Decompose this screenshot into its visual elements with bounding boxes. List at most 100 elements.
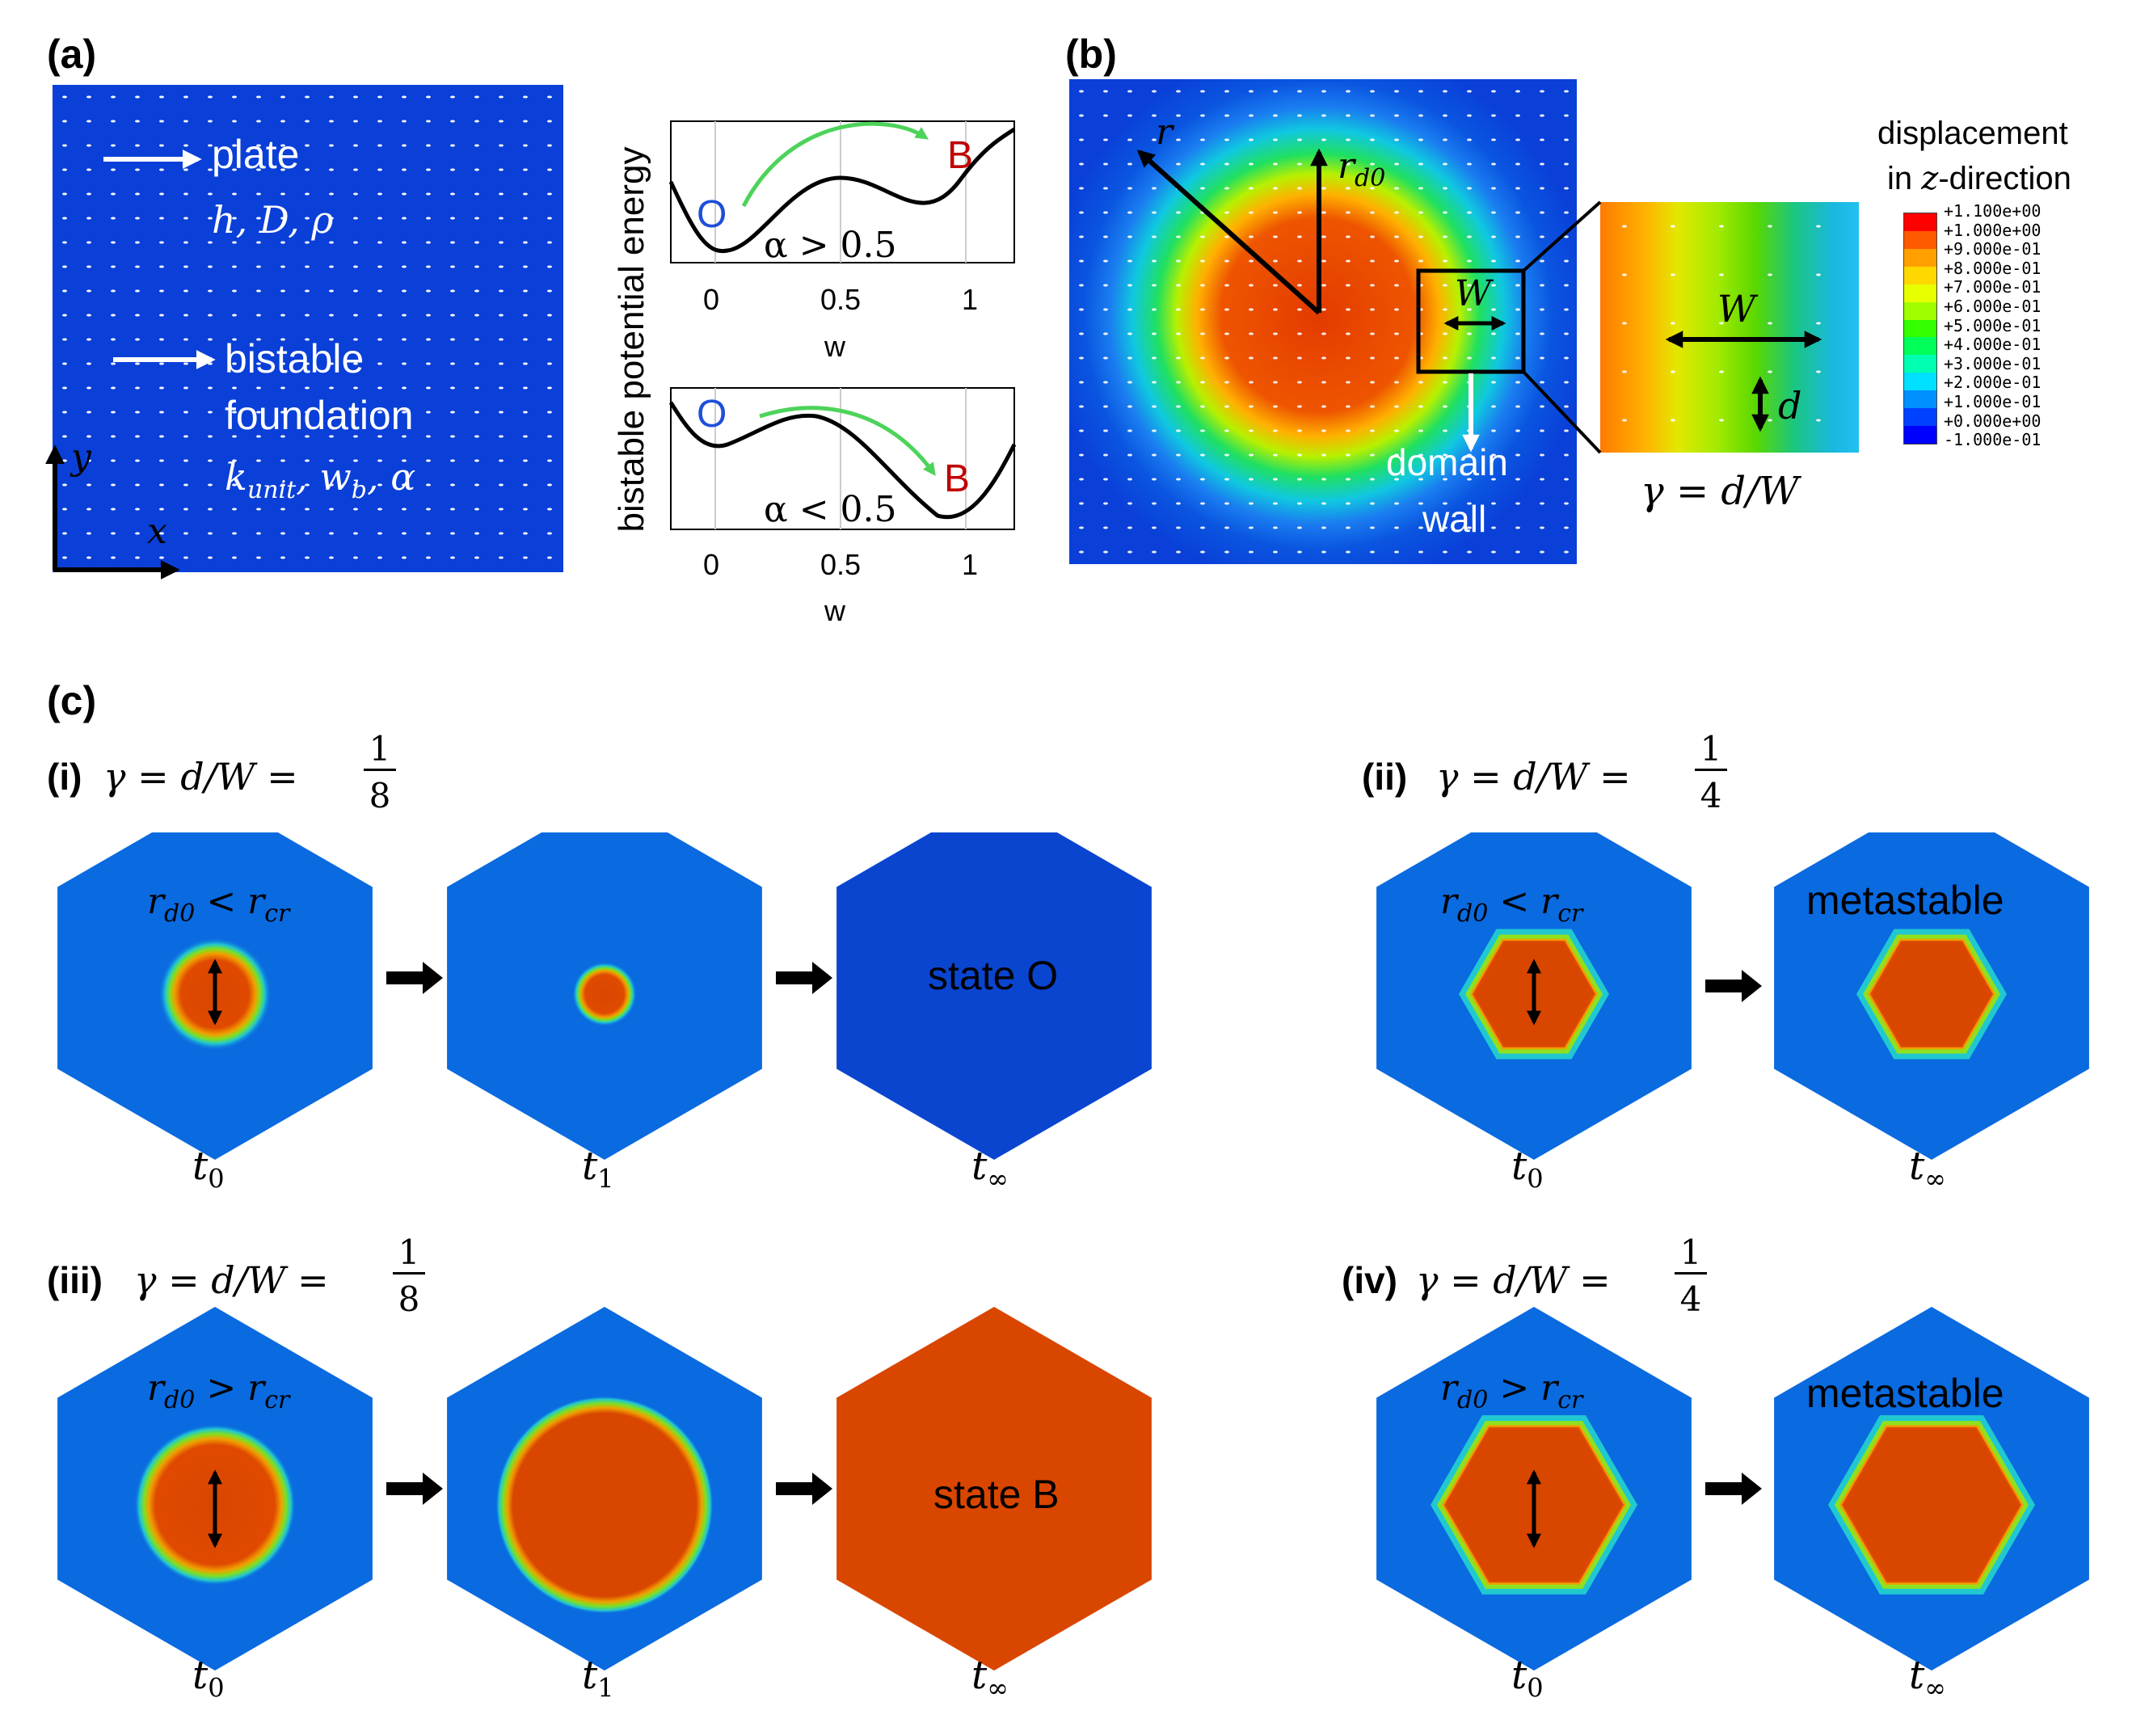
condition-ii: rd0 < rcr [1440, 881, 1583, 928]
colorbar-tick-label: +8.000e-01 [1944, 258, 2042, 278]
state-B-label: state B [933, 1472, 1060, 1517]
transition-arrow-bottom [759, 406, 936, 476]
xticks-top: 0 0.5 1 [703, 283, 978, 317]
time-label: t∞ [1909, 1653, 1946, 1704]
panel-b-overlay [1136, 148, 1822, 454]
metastable-label-ii: metastable [1806, 878, 2004, 923]
panel-a-arrows [45, 150, 216, 579]
xtick: 0 [703, 548, 720, 581]
plate-label: plate [212, 132, 300, 177]
energy-plot-bottom [668, 387, 1017, 530]
condition-bottom: α < 0.5 [764, 489, 897, 530]
hexagon-simulations [57, 832, 2089, 1671]
energy-plots [668, 120, 1017, 530]
metastable-label-iv: metastable [1806, 1371, 2004, 1416]
axis-y-label: y [71, 436, 91, 478]
transition-arrow [776, 962, 832, 994]
colorbar-swatch [1904, 266, 1936, 284]
time-label: t0 [192, 1653, 225, 1704]
gamma-formula: γ = d/W [1641, 469, 1799, 514]
colorbar-swatch [1904, 355, 1936, 373]
time-label: t1 [582, 1653, 614, 1704]
domain-blob [495, 1396, 714, 1614]
domain-blob [572, 962, 637, 1026]
panel-b-label: (b) [1065, 32, 1117, 77]
zoom-inset [1600, 202, 1859, 453]
hex-iii-tinf [836, 1307, 1152, 1671]
colorbar-tick-label: +5.000e-01 [1944, 315, 2042, 335]
inset-d-label: d [1778, 384, 1802, 428]
panel-a-label: (a) [47, 32, 97, 77]
zoom-dots [1600, 202, 1859, 453]
colorbar-tick-label: +3.000e-01 [1944, 353, 2042, 373]
xtick: 0.5 [820, 283, 862, 316]
colorbar-tick-label: +1.000e+00 [1944, 220, 2042, 240]
xlabel-bottom: w [824, 594, 845, 627]
r-arrow [1136, 150, 1321, 315]
colorbar-swatch [1904, 373, 1936, 391]
condition-top: α > 0.5 [764, 225, 897, 266]
colorbar-swatch [1904, 337, 1936, 356]
condition-i: rd0 < rcr [147, 881, 290, 928]
domain-core [1841, 1426, 2022, 1583]
transition-arrow [386, 1473, 443, 1505]
hex-i-tinf [836, 832, 1152, 1160]
state-O-bottom: O [697, 393, 727, 436]
energy-curve-top [668, 127, 1016, 254]
time-label: t∞ [971, 1144, 1009, 1195]
colorbar-title-1: displacement [1877, 116, 2068, 151]
colorbar-tick-label: +1.100e+00 [1944, 201, 2042, 221]
zoom-line-top [1522, 200, 1602, 272]
colorbar-swatch [1904, 213, 1936, 231]
transition-arrow-top [741, 121, 929, 208]
plate-params: h, D, ρ [212, 198, 334, 242]
energy-plot-top [668, 120, 1016, 263]
colorbar-tick-label: +0.000e+00 [1944, 411, 2042, 431]
zoom-line-bottom [1522, 370, 1602, 454]
colorbar-swatch [1904, 426, 1936, 444]
W-label: W [1455, 273, 1492, 314]
colorbar [1903, 213, 1937, 445]
colorbar-swatch [1904, 319, 1936, 338]
xticks-bottom: 0 0.5 1 [703, 548, 978, 582]
xlabel-top: w [824, 330, 845, 363]
colorbar-tick-label: +9.000e-01 [1944, 239, 2042, 259]
foundation-label-2: foundation [225, 393, 414, 438]
xtick: 1 [961, 283, 978, 316]
time-label: t0 [1511, 1144, 1544, 1195]
time-label: t∞ [971, 1653, 1009, 1704]
rd0-label: rd0 [1338, 145, 1386, 192]
foundation-params: kunit, wb, α [225, 455, 416, 505]
time-label: t1 [582, 1144, 614, 1195]
r-label: r [1156, 112, 1174, 153]
energy-curve-bottom [668, 401, 1017, 520]
condition-iv: rd0 > rcr [1440, 1367, 1583, 1414]
condition-iii: rd0 > rcr [147, 1367, 290, 1414]
transition-arrow [386, 962, 443, 994]
colorbar-swatch [1904, 301, 1936, 320]
time-label: t0 [1511, 1653, 1544, 1704]
colorbar-tick-label: +1.000e-01 [1944, 391, 2042, 411]
plate-field [53, 85, 563, 572]
colorbar-swatch [1904, 284, 1936, 302]
state-O-top: O [697, 193, 727, 236]
colorbar-swatch [1904, 408, 1936, 427]
domain-wall-label-1: domain [1386, 441, 1508, 483]
colorbar-tick-label: +2.000e-01 [1944, 373, 2042, 393]
panel-c-label: (c) [47, 678, 97, 723]
time-label: t∞ [1909, 1144, 1946, 1195]
colorbar-tick-label: +7.000e-01 [1944, 277, 2042, 297]
state-B-top: B [947, 134, 974, 177]
colorbar-swatch [1904, 230, 1936, 249]
xtick: 0.5 [820, 548, 862, 581]
colorbar-swatch [1904, 248, 1936, 267]
domain-wall-box [1416, 268, 1526, 374]
colorbar-title-2: in z-direction [1887, 160, 2071, 197]
colorbar-ticks: +1.100e+00+1.000e+00+9.000e-01+8.000e-01… [1944, 201, 2042, 450]
transition-arrow [776, 1473, 832, 1505]
colorbar-tick-label: +6.000e-01 [1944, 296, 2042, 316]
foundation-label-1: bistable [225, 336, 364, 381]
xtick: 0 [703, 283, 720, 316]
domain-core [1869, 941, 1994, 1047]
